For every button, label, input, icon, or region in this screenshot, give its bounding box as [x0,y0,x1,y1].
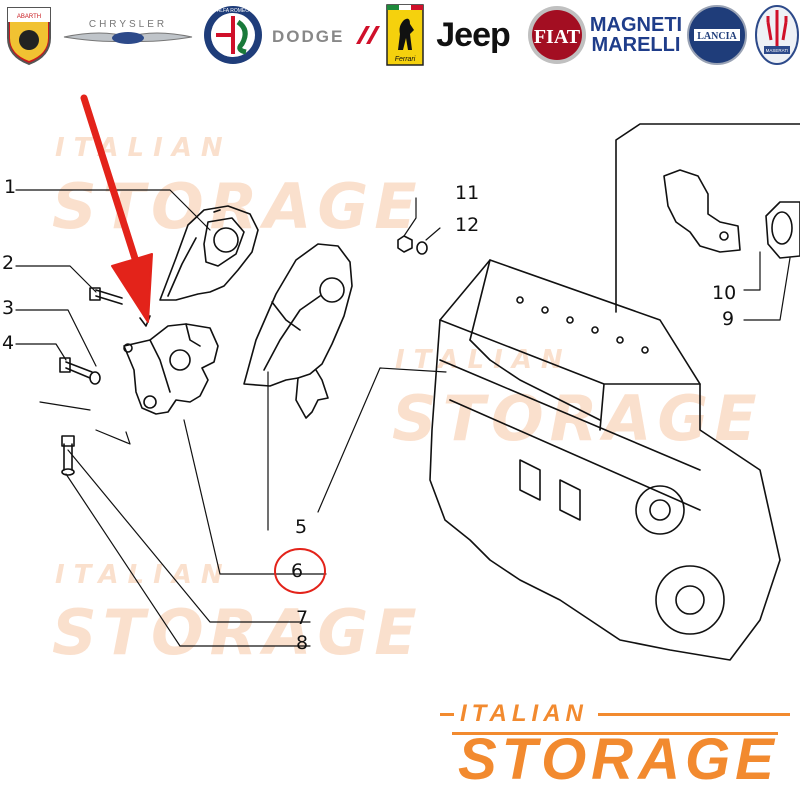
watermark-text-mid: ITALIAN [395,345,572,375]
callout-1: 1 [4,176,17,198]
dodge-logo: DODGE [270,4,380,66]
svg-text:ABARTH: ABARTH [17,14,41,20]
inset-frame [615,123,800,313]
callout-11: 11 [455,182,480,204]
watermark-text-low: ITALIAN [55,560,232,590]
ferrari-logo: Ferrari [386,4,424,66]
red-arrow-icon [80,94,153,323]
part-upper-timing-cover [159,205,259,301]
part-nut-11-washer-12 [397,235,428,255]
part-bracket-10 [663,169,741,253]
watermark-text-top: ITALIAN [55,133,232,163]
logo-rule [440,713,454,716]
callout-6: 6 [291,560,304,582]
jeep-logo-text: Jeep [436,15,510,54]
svg-text:Ferrari: Ferrari [395,56,416,63]
logo-word-storage: STORAGE [458,727,779,792]
callout-3: 3 [2,297,15,319]
logo-word-italian: ITALIAN [460,700,588,727]
engine-block [429,259,781,661]
callout-10: 10 [712,282,737,304]
maserati-logo: MASERATI [754,4,800,66]
alfa-romeo-logo: ALFA ROMEO [202,4,264,66]
svg-text:ALFA ROMEO: ALFA ROMEO [217,8,249,14]
callout-7: 7 [296,607,309,629]
red-circle-icon [274,548,326,594]
logo-rule [452,732,778,735]
callout-4: 4 [2,332,15,354]
abarth-logo: ABARTH [2,4,56,66]
engine-exploded-diagram [15,94,800,661]
fiat-logo: FIAT [526,4,588,66]
part-bushing-9 [765,201,800,259]
chrysler-logo: CHRYSLER [62,4,194,66]
callout-12: 12 [455,214,480,236]
italian-storage-logo: ITALIAN STORAGE [440,700,790,795]
callout-9: 9 [722,308,735,330]
logo-rule [598,713,790,716]
chrysler-logo-text: CHRYSLER [89,19,167,30]
leader-lines [15,189,791,647]
svg-text:FIAT: FIAT [534,26,581,48]
magneti-marelli-logo: MAGNETI MARELLI [589,14,683,56]
brand-logo-bar: ABARTH CHRYSLER ALFA ROMEO DODGE [0,0,800,72]
part-bracket [123,315,219,415]
part-bolt-7 [61,435,75,476]
jeep-logo: Jeep [428,4,518,66]
watermark-text-mid: STORAGE [392,382,763,455]
callout-8: 8 [296,632,309,654]
callout-2: 2 [2,252,15,274]
lancia-logo: LANCIA [686,4,748,66]
part-bolt-2 [89,287,123,305]
svg-text:MASERATI: MASERATI [766,48,789,53]
svg-text:LANCIA: LANCIA [697,31,737,42]
part-lower-timing-cover [243,243,353,419]
svg-text:DODGE: DODGE [272,27,344,46]
watermark-text-low: STORAGE [52,596,423,669]
callout-5: 5 [295,516,308,538]
